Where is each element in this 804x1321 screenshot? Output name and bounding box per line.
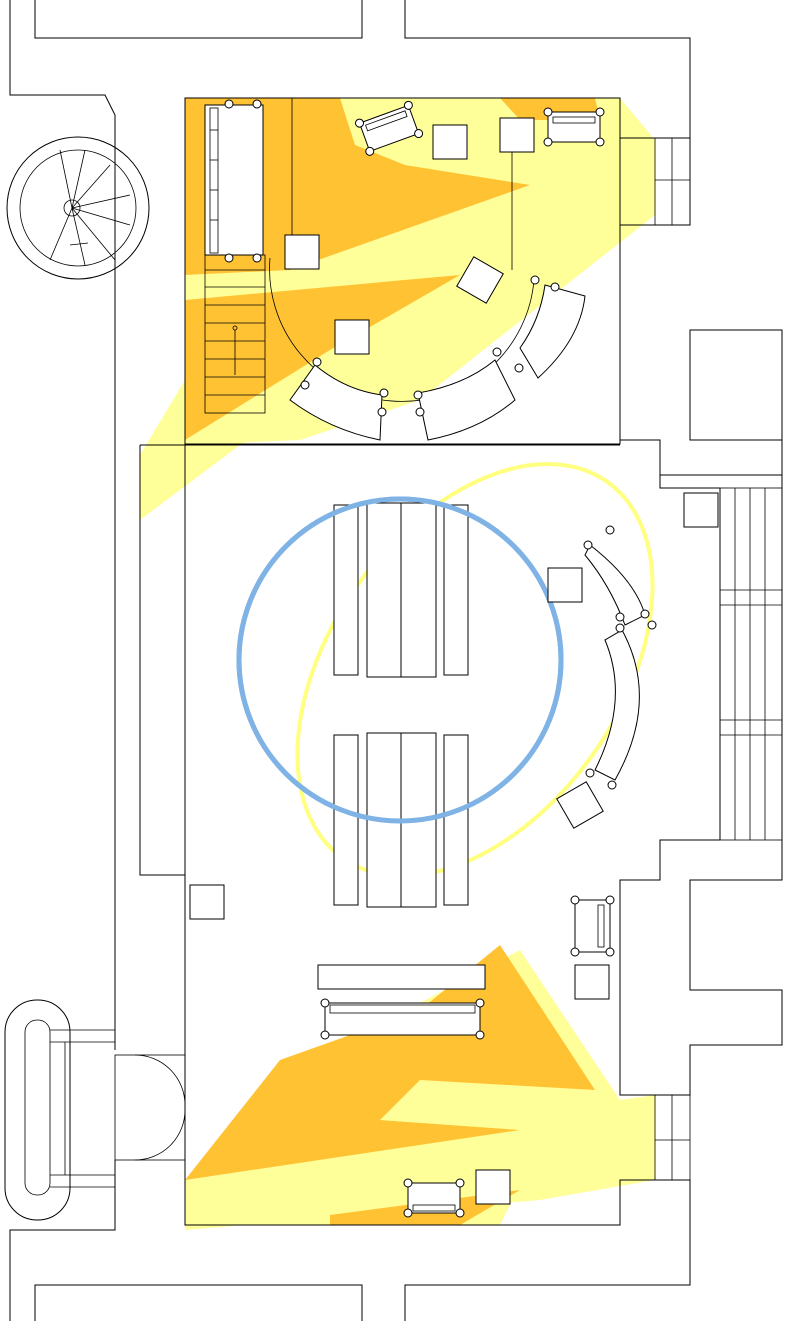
plinth-icon (456, 256, 504, 304)
plinth-icon (556, 781, 604, 829)
table-icon (366, 502, 402, 678)
light-zone-bottom-strong-1 (185, 945, 595, 1180)
windows (654, 137, 783, 1181)
entrance-stair-icon (4, 999, 115, 1221)
bench-icon (543, 107, 605, 147)
plinth-icon (432, 124, 468, 160)
window-icon (654, 137, 691, 226)
window-icon (654, 1094, 691, 1181)
plinth-icon (189, 884, 225, 920)
plinth-icon (284, 234, 320, 270)
movement-path-yellow (295, 462, 655, 878)
table-icon (400, 502, 437, 678)
movement-circle-blue-overlay (236, 496, 564, 824)
display-tables (333, 502, 469, 908)
movement-paths (236, 462, 655, 878)
bench-icon (320, 998, 485, 1040)
plinth-icon (574, 964, 610, 1000)
double-door-icon (114, 1054, 186, 1161)
curved-display-icon (583, 525, 657, 790)
plinth-icon (683, 492, 719, 528)
light-zone-top-strong-left (185, 98, 530, 275)
bench-icon (403, 1178, 465, 1218)
plinth-icon (334, 319, 370, 355)
light-zone-top-window-beam (140, 140, 655, 520)
window-icon (719, 487, 783, 841)
bookshelf-icon (204, 99, 264, 263)
bench-icon (570, 895, 615, 957)
table-icon (333, 734, 359, 906)
plinth-icon (499, 117, 535, 153)
light-fields (140, 98, 655, 1230)
bench-icon (354, 100, 424, 156)
plinth-icon (547, 567, 583, 603)
plinth-icon (475, 1169, 511, 1205)
spiral-stair-icon (6, 136, 150, 280)
table-icon (443, 504, 469, 676)
curved-display-icon (269, 257, 586, 441)
table-icon (317, 964, 486, 990)
table-icon (443, 734, 469, 906)
light-zone-top-strong-mid (185, 275, 460, 440)
table-icon (333, 504, 359, 676)
